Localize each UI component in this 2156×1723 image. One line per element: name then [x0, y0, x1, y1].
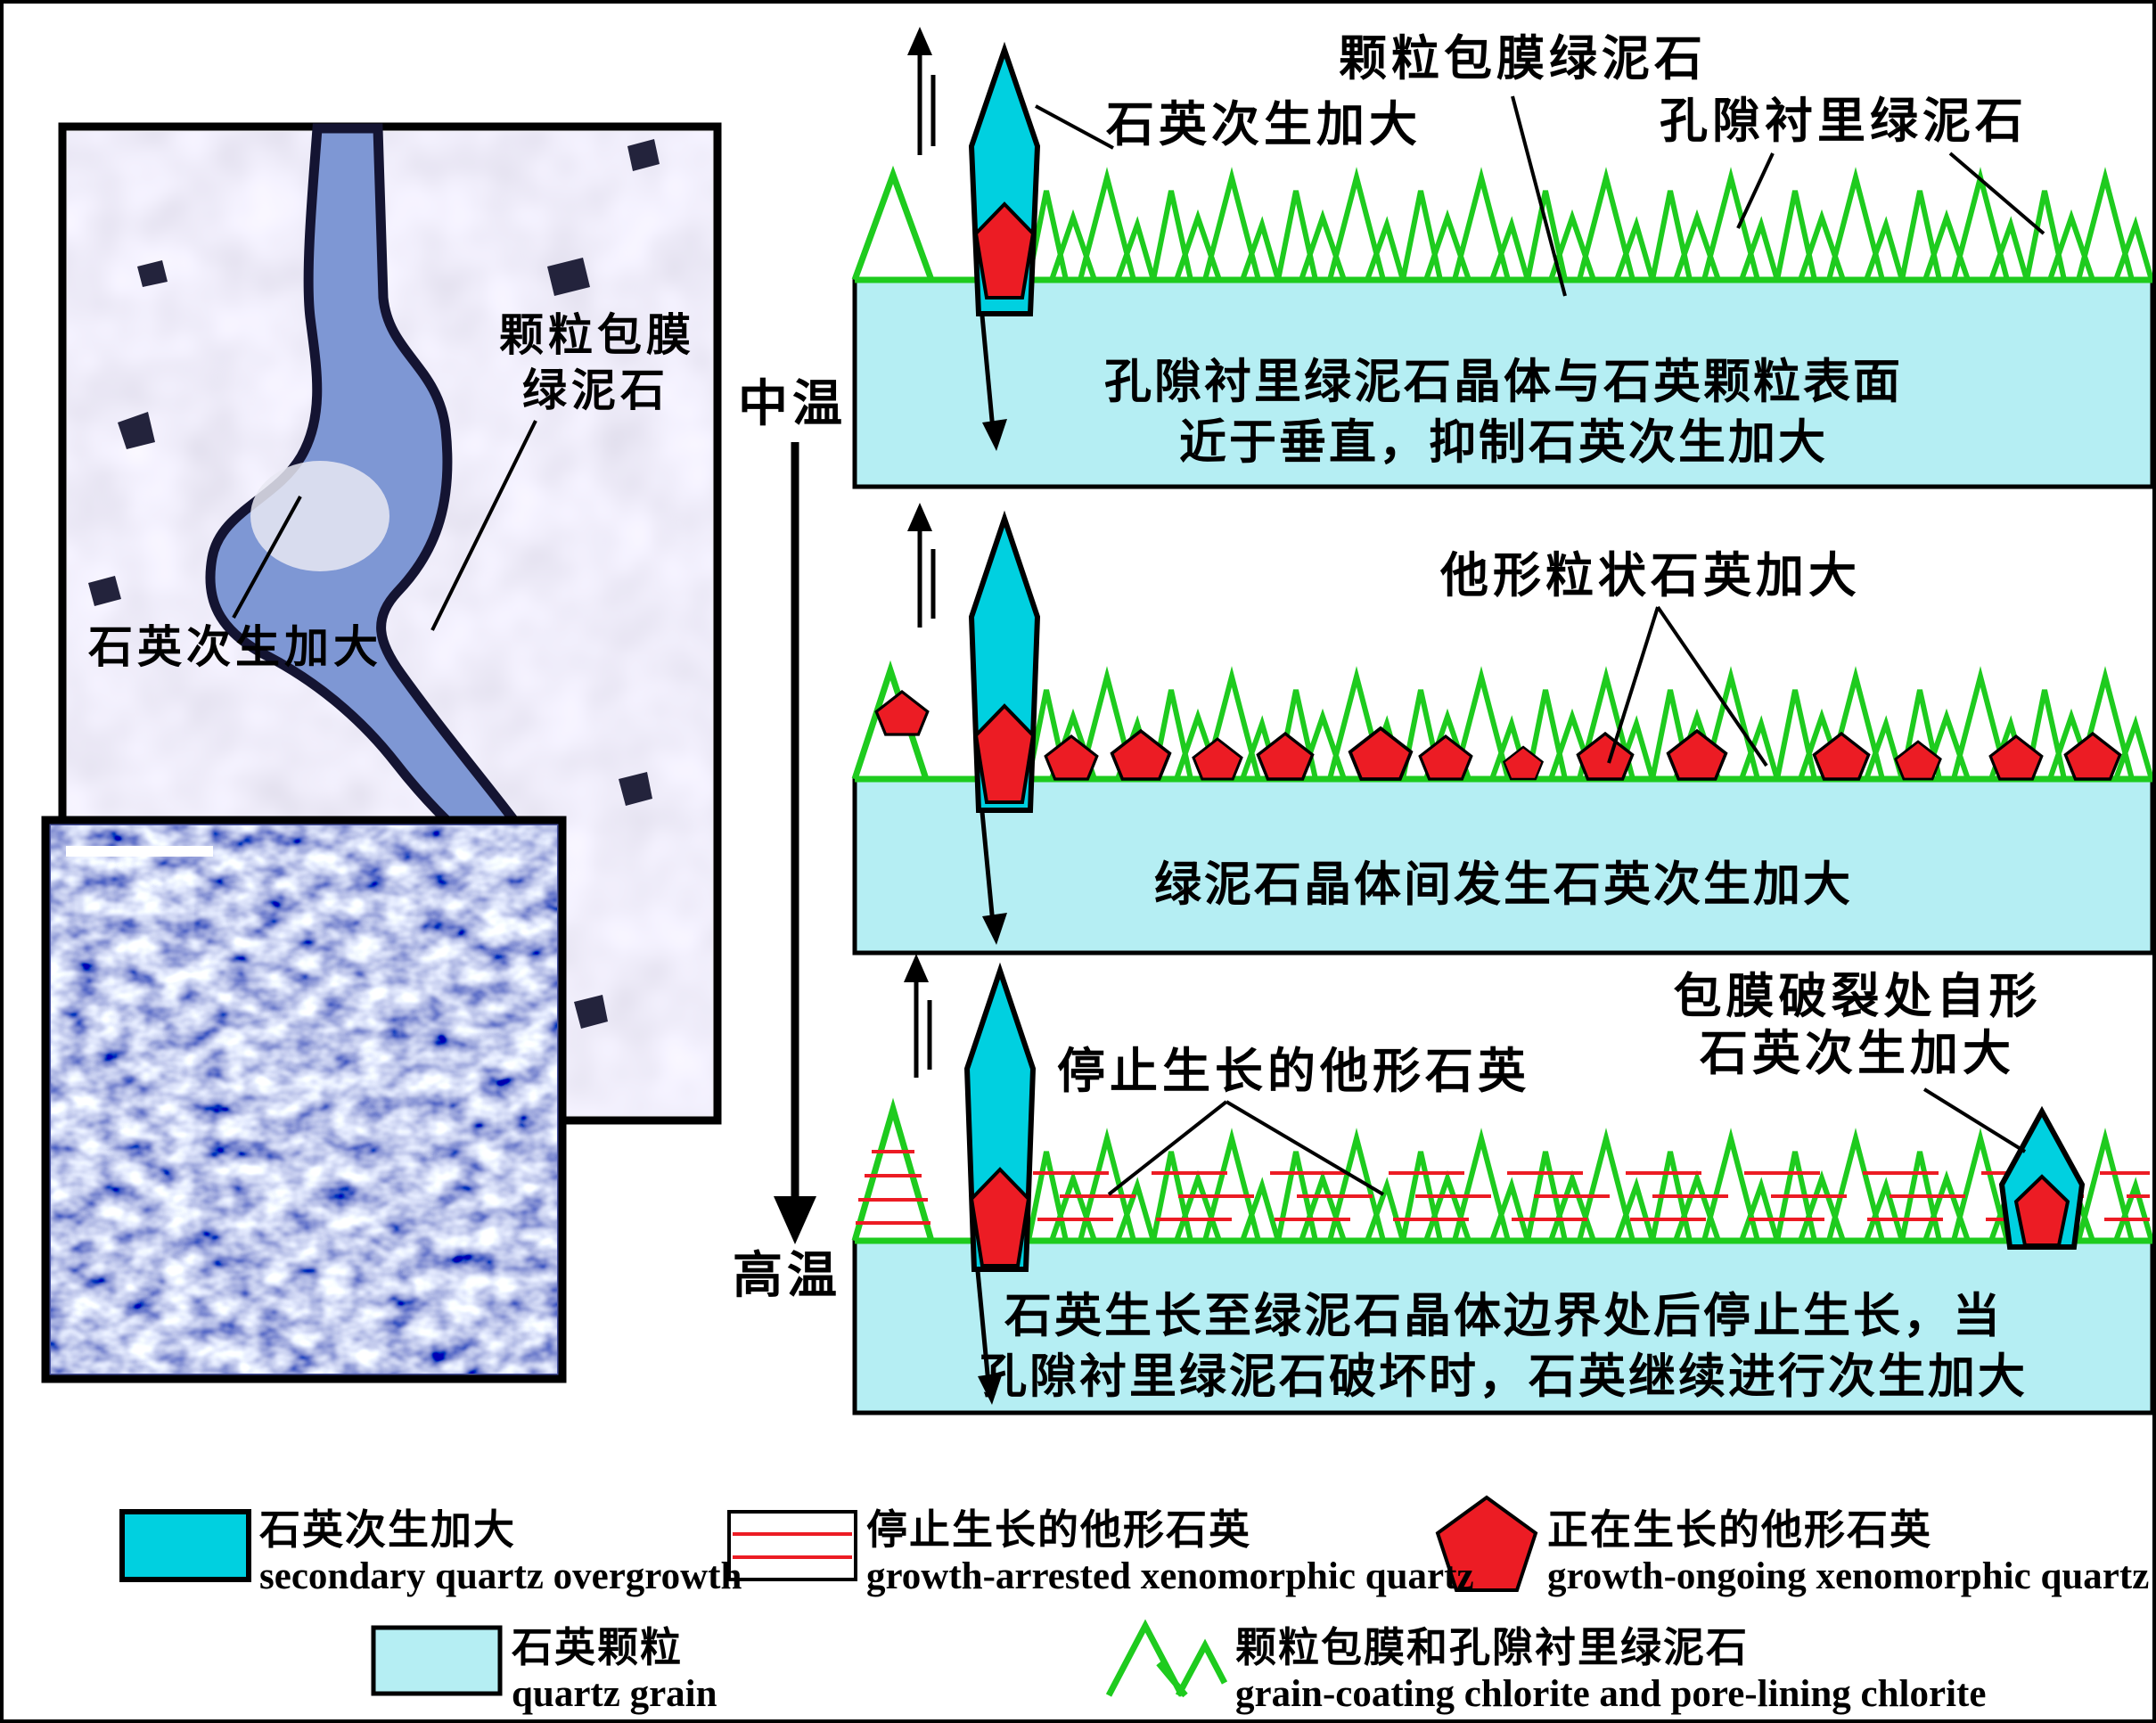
fracture-marks — [907, 503, 1007, 945]
fracture-marks — [904, 954, 1003, 1405]
micrograph-overgrowth-label: 石英次生加大 — [88, 622, 382, 672]
pointer-arrested-right — [1225, 1100, 1385, 1196]
growth-arrested-stripes — [1033, 1171, 2150, 1221]
legend-arrested-en: growth-arrested xenomorphic quartz — [866, 1555, 1474, 1597]
pore-highlight — [250, 461, 389, 571]
p3-broken-coating-label-line1: 包膜破裂处自形 — [1673, 970, 2042, 1023]
legend-grain-zh: 石英颗粒 — [512, 1624, 683, 1670]
chlorite-triangle — [851, 165, 935, 282]
xenomorphic-quartz-core — [973, 703, 1036, 804]
quartz-grain-substrate — [852, 277, 2152, 489]
p3-arrested-label: 停止生长的他形石英 — [1057, 1045, 1530, 1098]
panel-mid-temp — [851, 27, 2152, 489]
xenomorphic-quartz-core — [2013, 1174, 2070, 1247]
legend-swatch-chlorite — [1105, 1619, 1228, 1698]
temperature-label-high: 高温 — [733, 1247, 841, 1303]
pore-lining-chlorite-band — [1029, 1138, 2152, 1241]
pointer-overgrowth — [232, 496, 302, 619]
pointer-grain-coating — [430, 420, 537, 631]
p1-caption-line1: 孔隙衬里绿泥石晶体与石英颗粒表面 — [1104, 356, 1903, 408]
pointer-broken-coating — [1922, 1087, 2027, 1153]
legend-ongoing-en: growth-ongoing xenomorphic quartz — [1547, 1555, 2150, 1597]
legend-overgrowth-en: secondary quartz overgrowth — [259, 1555, 742, 1597]
panel-mid2 — [851, 503, 2152, 956]
p3-caption-line2: 孔隙衬里绿泥石破坏时，石英继续进行次生加大 — [980, 1350, 2028, 1403]
pointer-grain-coating — [1511, 95, 1567, 297]
diagram-artwork — [41, 27, 2152, 1698]
legend-swatch-arrested — [727, 1510, 857, 1581]
p2-caption: 绿泥石晶体间发生石英次生加大 — [1154, 858, 1853, 911]
temperature-label-mid: 中温 — [738, 375, 847, 431]
p1-pore-lining-label: 孔隙衬里绿泥石 — [1660, 94, 2028, 148]
p1-caption-line2: 近于垂直，抑制石英次生加大 — [1179, 416, 1828, 469]
p3-caption-line1: 石英生长至绿泥石晶体边界处后停止生长，当 — [1004, 1290, 2003, 1342]
temperature-arrow — [774, 442, 816, 1244]
p2-xenomorphic-label: 他形粒状石英加大 — [1440, 549, 1861, 603]
legend-arrested-zh: 停止生长的他形石英 — [866, 1506, 1251, 1553]
legend-overgrowth-zh: 石英次生加大 — [259, 1506, 516, 1553]
pointer-xenomorphic-left — [1607, 606, 1660, 764]
legend-swatch-grain — [371, 1625, 503, 1696]
pore-lining-chlorite-band — [1029, 177, 2152, 280]
micrograph-grain-coating-label-line2: 绿泥石 — [522, 365, 669, 415]
quartz-grain-substrate — [852, 776, 2152, 956]
xenomorphic-quartz-core — [969, 1167, 1031, 1268]
scale-bar — [66, 846, 213, 857]
legend-ongoing-zh: 正在生长的他形石英 — [1547, 1506, 1932, 1553]
legend-chlorite-zh: 颗粒包膜和孔隙衬里绿泥石 — [1235, 1624, 1749, 1670]
p1-grain-coating-label: 颗粒包膜绿泥石 — [1339, 32, 1707, 86]
pointer-pore-lining-left — [1736, 152, 1775, 229]
xenomorphic-quartz-core — [973, 201, 1036, 299]
panel-high-temp — [851, 954, 2152, 1415]
quartz-grain-substrate — [852, 1238, 2152, 1415]
p3-broken-coating-label-line2: 石英次生加大 — [1700, 1027, 2015, 1080]
chlorite-triangle — [851, 660, 930, 781]
legend-swatch-overgrowth — [119, 1509, 251, 1582]
micrograph-sem — [41, 816, 567, 1383]
legend-swatch-ongoing — [1435, 1495, 1538, 1592]
pointer-overgrowth — [1035, 104, 1114, 150]
legend-swatches — [119, 1495, 1538, 1698]
p1-overgrowth-label: 石英次生加大 — [1106, 98, 1422, 152]
legend-chlorite-en: grain-coating chlorite and pore-lining c… — [1235, 1673, 1987, 1715]
arrowhead-down — [774, 1196, 816, 1244]
pointer-pore-lining-right — [1948, 152, 2045, 235]
legend-grain-en: quartz grain — [512, 1673, 717, 1715]
pointer-arrested-left — [1107, 1100, 1228, 1196]
fracture-marks — [907, 27, 1007, 451]
pointer-xenomorphic-right — [1656, 605, 1768, 767]
striped-chlorite-triangle — [851, 1097, 935, 1242]
micrograph-grain-coating-label-line1: 颗粒包膜 — [499, 310, 695, 360]
